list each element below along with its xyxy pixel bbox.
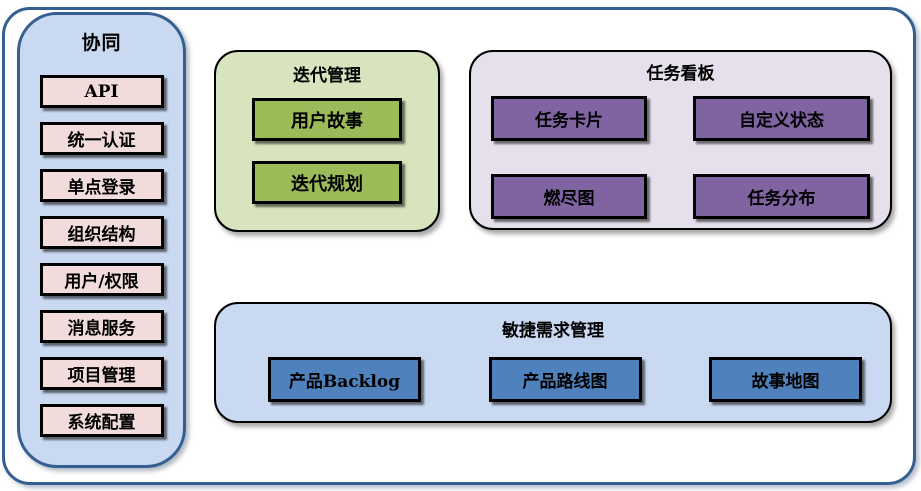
iteration-management-panel: 迭代管理 用户故事 迭代规划 [214, 50, 440, 232]
iteration-panel-title: 迭代管理 [293, 66, 361, 85]
agile-item-list: 产品Backlog 产品路线图 故事地图 [216, 357, 890, 402]
item-product-backlog: 产品Backlog [268, 357, 421, 402]
sidebar-item-user-permissions: 用户/权限 [39, 263, 164, 296]
item-task-distribution: 任务分布 [693, 174, 870, 219]
sidebar-item-list: API 统一认证 单点登录 组织结构 用户/权限 消息服务 项目管理 系统配置 [20, 75, 183, 437]
item-burndown-chart: 燃尽图 [491, 174, 647, 219]
sidebar-item-message-service: 消息服务 [39, 310, 164, 343]
task-board-panel: 任务看板 任务卡片 自定义状态 燃尽图 任务分布 [469, 50, 892, 230]
sidebar-title: 协同 [81, 33, 122, 54]
item-task-card: 任务卡片 [491, 96, 647, 141]
item-custom-status: 自定义状态 [693, 96, 870, 141]
collaboration-sidebar: 协同 API 统一认证 单点登录 组织结构 用户/权限 消息服务 项目管理 系统… [17, 12, 186, 468]
agile-panel-title: 敏捷需求管理 [502, 321, 604, 340]
item-user-story: 用户故事 [252, 98, 402, 141]
sidebar-item-project-management: 项目管理 [39, 357, 164, 390]
sidebar-item-api: API [39, 75, 164, 108]
sidebar-item-unified-auth: 统一认证 [39, 122, 164, 155]
item-story-map: 故事地图 [709, 357, 862, 402]
sidebar-item-system-config: 系统配置 [39, 404, 164, 437]
item-iteration-planning: 迭代规划 [252, 161, 402, 204]
sidebar-item-org-structure: 组织结构 [39, 216, 164, 249]
sidebar-item-single-sign-on: 单点登录 [39, 169, 164, 202]
taskboard-panel-title: 任务看板 [646, 64, 715, 83]
iteration-item-list: 用户故事 迭代规划 [216, 98, 438, 204]
taskboard-item-grid: 任务卡片 自定义状态 燃尽图 任务分布 [471, 96, 890, 219]
item-product-roadmap: 产品路线图 [488, 357, 642, 402]
agile-requirements-panel: 敏捷需求管理 产品Backlog 产品路线图 故事地图 [214, 302, 892, 423]
